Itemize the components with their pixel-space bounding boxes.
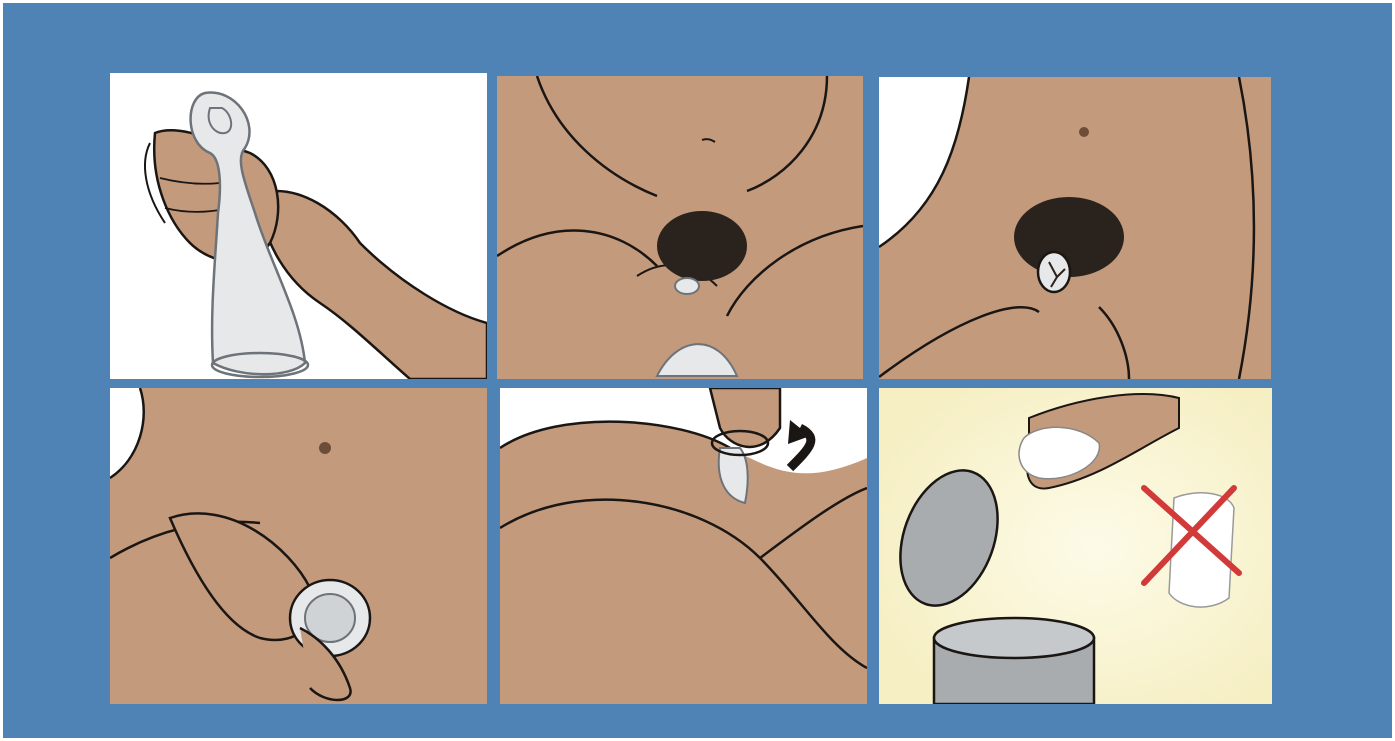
pulling-out-condom-icon [500,388,867,704]
step-4-panel [110,388,487,704]
condom-in-place-icon [879,77,1271,379]
step-1-panel [110,73,487,379]
dispose-in-bin-not-toilet-icon [879,388,1272,704]
inserting-condom-icon [497,76,863,379]
hand-holding-condom-icon [110,73,487,379]
step-6-panel [879,388,1272,704]
step-3-panel [879,77,1271,379]
instruction-board [3,3,1392,738]
step-2-panel [497,76,863,379]
twisting-outer-ring-icon [110,388,487,704]
step-5-panel [500,388,867,704]
